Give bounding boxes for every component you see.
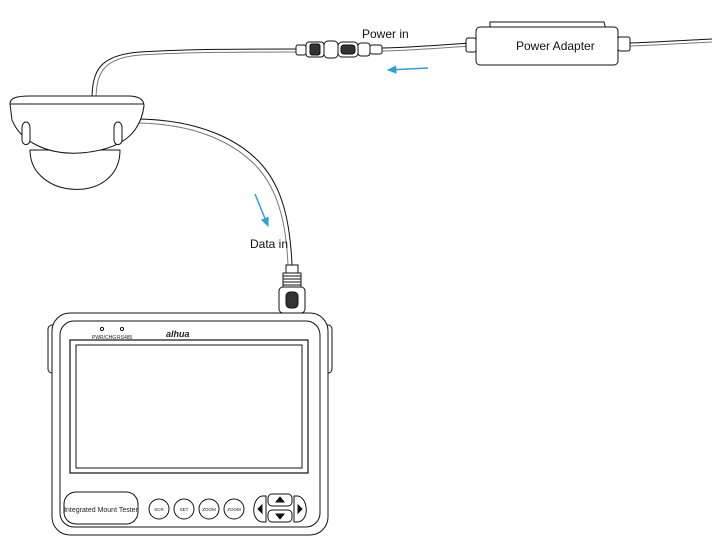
dpad-left-arrow-icon [257,503,263,515]
data-cable-inner [137,122,289,266]
power-in-label: Power in [362,27,409,41]
led-pwr-label: PWR/CHG [92,335,116,341]
brand-logo: alhua [166,329,190,339]
set-button-label: SET [180,507,189,512]
power-cable-camera-inner [95,51,301,101]
mount-tester [47,312,333,536]
power-cable-adapter [381,42,475,49]
camera-dome [29,149,121,190]
cables [91,38,712,266]
zoom-out-button-label: ZOOM [227,507,241,512]
tester-name-label: Integrated Mount Tester [64,507,138,514]
power-cable-camera [91,48,301,101]
scr-button[interactable] [148,498,170,520]
ac-cord [629,38,712,44]
scr-button-label: SCR [154,507,164,512]
data-connector [278,264,306,314]
power-connector [295,40,383,59]
set-button[interactable] [173,498,195,520]
data-in-arrow [254,193,269,227]
dpad-right-arrow-icon [297,503,303,515]
dpad-down-arrow-icon [274,513,286,520]
power-cable-adapter-inner [381,45,475,52]
led-pwr [99,326,105,332]
led-rs485 [119,326,125,332]
led-rs485-label: RS485 [117,335,133,341]
dpad-up-arrow-icon [274,496,286,503]
power-adapter [465,21,631,66]
ac-cord-inner [629,41,712,47]
power-adapter-label: Power Adapter [516,39,595,53]
zoom-out-button[interactable] [223,498,245,520]
zoom-in-button-label: ZOOM [202,507,216,512]
power-in-arrow [386,65,429,74]
dome-camera [9,95,145,190]
camera-body [9,95,145,154]
data-in-label: Data in [250,237,288,251]
data-cable [137,118,293,266]
zoom-in-button[interactable] [198,498,220,520]
tester-name-button[interactable] [63,491,139,525]
